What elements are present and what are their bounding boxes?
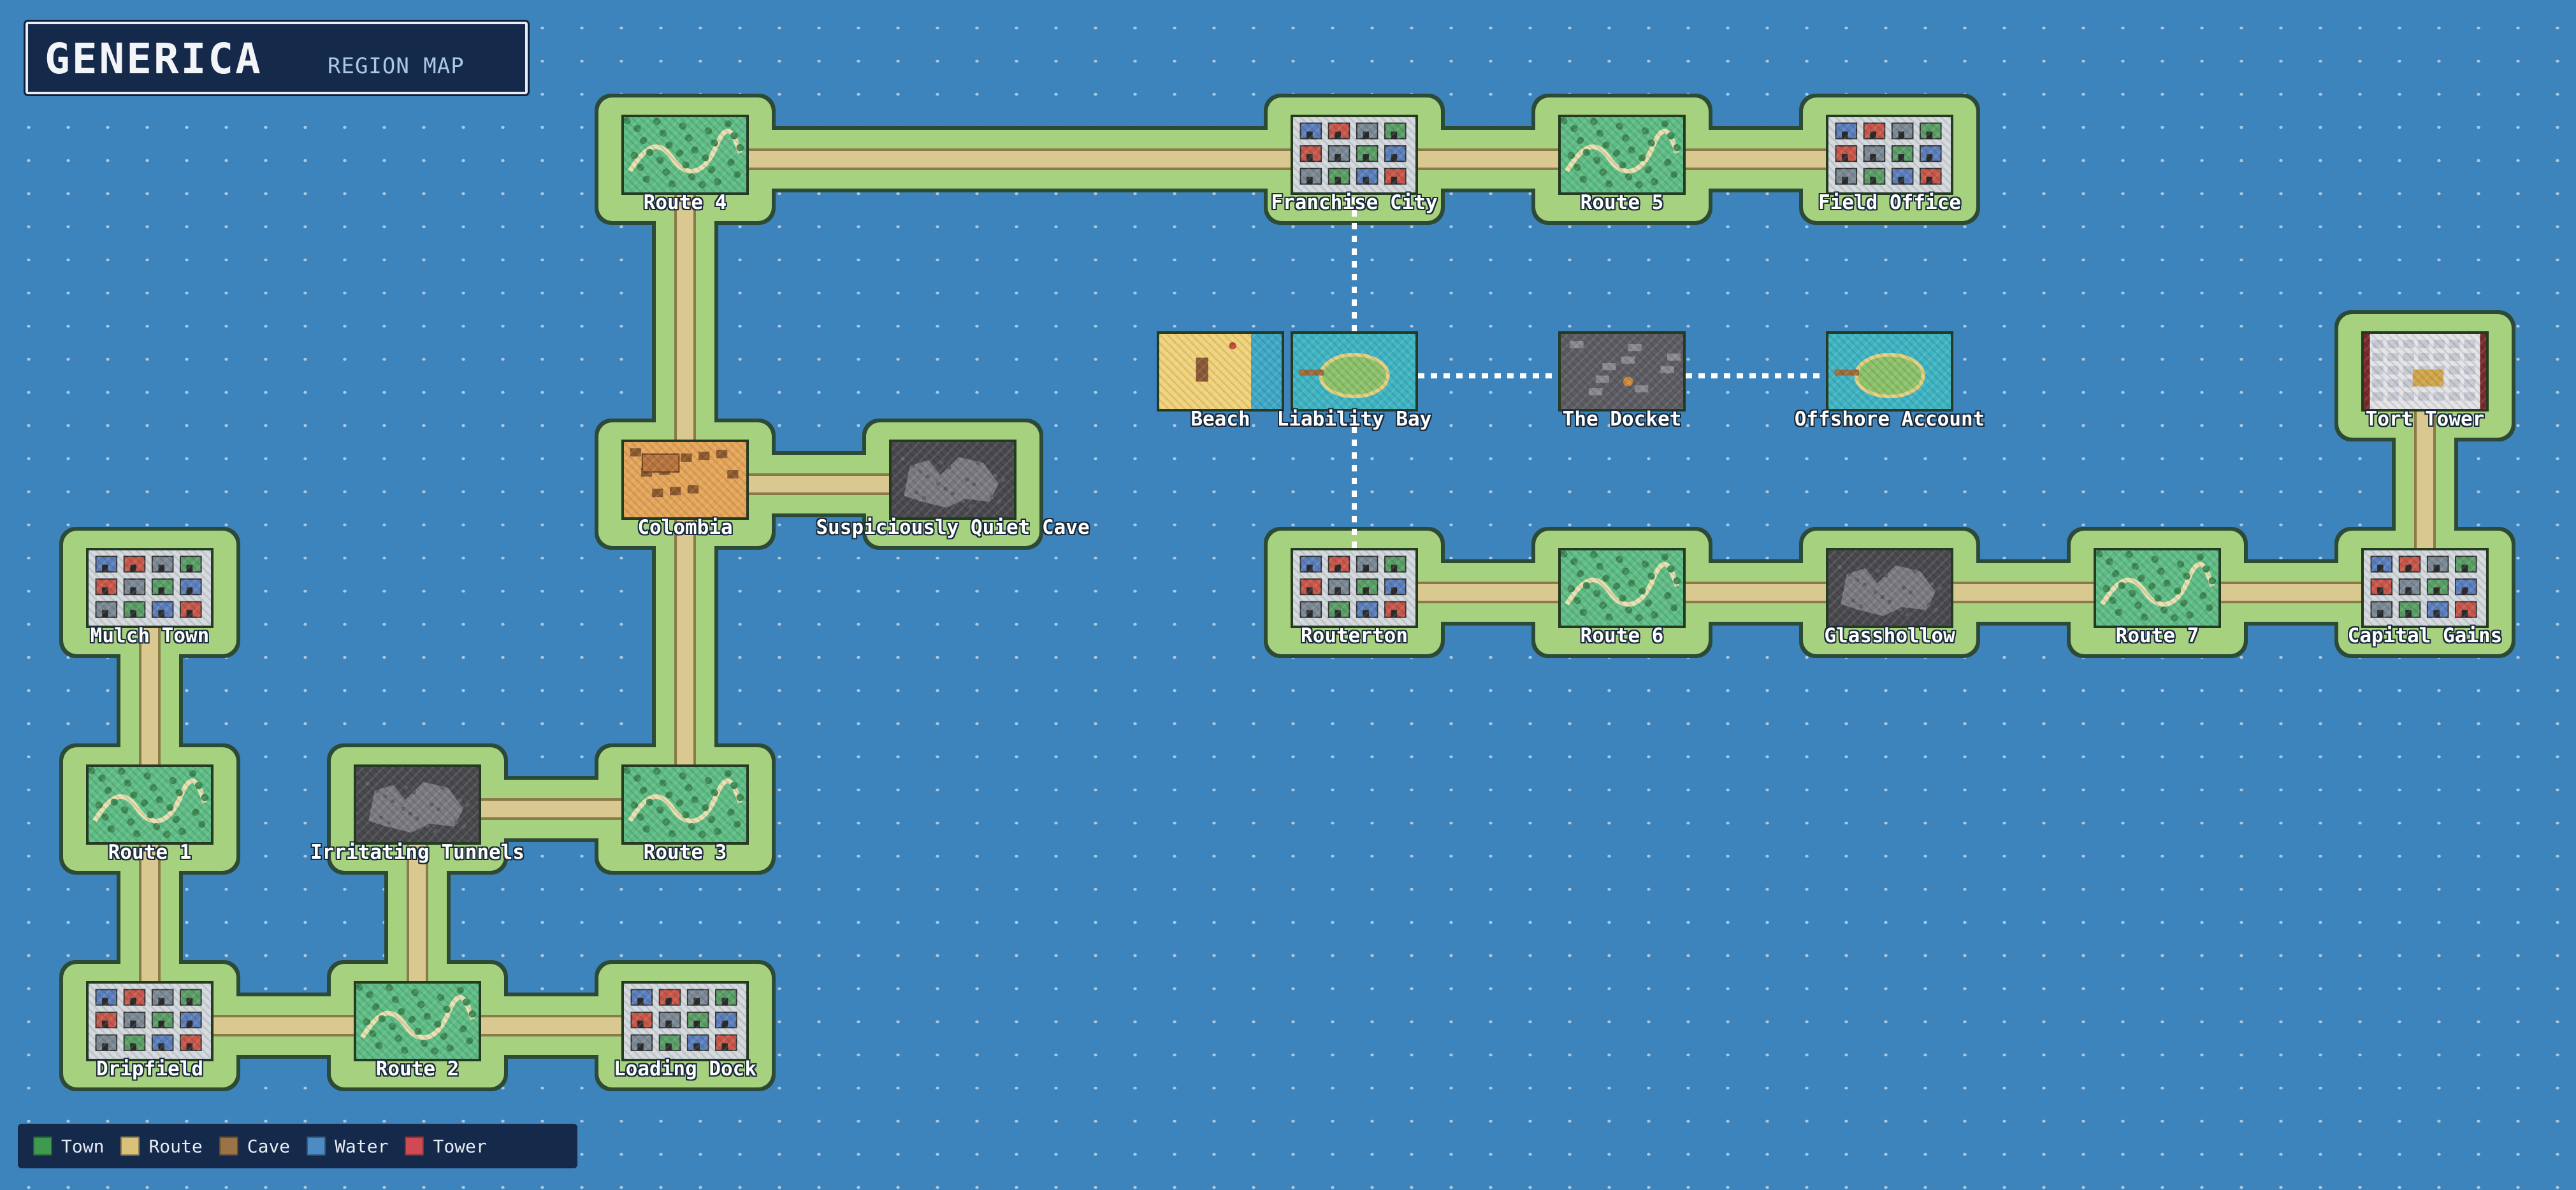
- location-texture: [1828, 117, 1951, 192]
- location-colombia[interactable]: [621, 440, 749, 520]
- location-tort-tower[interactable]: [2361, 331, 2489, 412]
- map-header: GENERICA REGION MAP: [25, 22, 528, 94]
- location-texture: [2364, 550, 2486, 626]
- location-offshore-account[interactable]: [1826, 331, 1953, 412]
- location-texture: [892, 442, 1014, 517]
- location-texture: [1159, 334, 1282, 409]
- legend-label-cave: Cave: [247, 1135, 291, 1157]
- map-legend: Town Route Cave Water Tower: [18, 1124, 577, 1168]
- location-label-route3: Route 3: [643, 841, 727, 864]
- location-routerton[interactable]: [1291, 548, 1418, 628]
- location-suspiciously-quiet-cave[interactable]: [889, 440, 1017, 520]
- location-texture: [1293, 117, 1415, 192]
- location-label-route4: Route 4: [643, 191, 727, 214]
- location-route6[interactable]: [1558, 548, 1686, 628]
- legend-label-route: Route: [148, 1135, 203, 1157]
- location-texture: [1561, 550, 1683, 626]
- location-field-office[interactable]: [1826, 115, 1953, 195]
- location-label-tort-tower: Tort Tower: [2365, 408, 2485, 431]
- location-capital-gains[interactable]: [2361, 548, 2489, 628]
- location-label-beach: Beach: [1190, 408, 1250, 431]
- location-mulch-town[interactable]: [86, 548, 213, 628]
- legend-item-water: Water: [307, 1136, 388, 1157]
- location-label-irritating-tunnels: Irritating Tunnels: [310, 841, 525, 864]
- location-texture: [1293, 550, 1415, 626]
- location-irritating-tunnels[interactable]: [354, 764, 481, 845]
- legend-swatch-town: [33, 1136, 52, 1156]
- legend-swatch-cave: [219, 1136, 238, 1156]
- location-texture: [89, 767, 211, 842]
- region-map-subtitle: REGION MAP: [328, 54, 465, 79]
- location-loading-dock[interactable]: [621, 981, 749, 1061]
- location-beach[interactable]: [1157, 331, 1284, 412]
- legend-swatch-water: [307, 1136, 326, 1156]
- location-label-route1: Route 1: [108, 841, 192, 864]
- location-label-suspiciously-quiet-cave: Suspiciously Quiet Cave: [816, 516, 1090, 539]
- location-texture: [356, 984, 479, 1059]
- location-texture: [1561, 117, 1683, 192]
- location-label-colombia: Colombia: [637, 516, 733, 539]
- legend-item-town: Town: [33, 1136, 104, 1157]
- location-label-routerton: Routerton: [1301, 624, 1408, 647]
- location-route1[interactable]: [86, 764, 213, 845]
- location-franchise-city[interactable]: [1291, 115, 1418, 195]
- location-the-docket[interactable]: [1558, 331, 1686, 412]
- location-label-glasshollow: Glasshollow: [1824, 624, 1955, 647]
- location-glasshollow[interactable]: [1826, 548, 1953, 628]
- location-route2[interactable]: [354, 981, 481, 1061]
- location-label-dripfield: Dripfield: [96, 1057, 203, 1080]
- location-liability-bay[interactable]: [1291, 331, 1418, 412]
- location-label-route2: Route 2: [375, 1057, 459, 1080]
- location-route4[interactable]: [621, 115, 749, 195]
- location-label-route6: Route 6: [1580, 624, 1664, 647]
- location-texture: [624, 984, 746, 1059]
- location-texture: [89, 984, 211, 1059]
- location-texture: [89, 550, 211, 626]
- location-texture: [624, 442, 746, 517]
- location-label-route7: Route 7: [2115, 624, 2199, 647]
- location-texture: [356, 767, 479, 842]
- location-label-liability-bay: Liability Bay: [1277, 408, 1432, 431]
- location-texture: [2096, 550, 2218, 626]
- location-label-capital-gains: Capital Gains: [2347, 624, 2503, 647]
- location-texture: [1293, 334, 1415, 409]
- location-texture: [1828, 550, 1951, 626]
- legend-item-cave: Cave: [219, 1136, 290, 1157]
- location-texture: [1828, 334, 1951, 409]
- location-texture: [2364, 334, 2486, 409]
- location-label-route5: Route 5: [1580, 191, 1664, 214]
- location-texture: [1561, 334, 1683, 409]
- location-texture: [624, 767, 746, 842]
- legend-label-water: Water: [335, 1135, 389, 1157]
- legend-label-tower: Tower: [433, 1135, 487, 1157]
- region-title: GENERICA: [45, 34, 263, 83]
- location-label-the-docket: The Docket: [1562, 408, 1682, 431]
- legend-swatch-tower: [405, 1136, 424, 1156]
- legend-label-town: Town: [61, 1135, 105, 1157]
- location-label-mulch-town: Mulch Town: [90, 624, 210, 647]
- legend-item-tower: Tower: [405, 1135, 487, 1157]
- location-label-offshore-account: Offshore Account: [1794, 408, 1985, 431]
- location-label-franchise-city: Franchise City: [1271, 191, 1438, 214]
- location-route3[interactable]: [621, 764, 749, 845]
- location-route7[interactable]: [2094, 548, 2221, 628]
- location-texture: [624, 117, 746, 192]
- location-label-field-office: Field Office: [1818, 191, 1961, 214]
- location-route5[interactable]: [1558, 115, 1686, 195]
- location-dripfield[interactable]: [86, 981, 213, 1061]
- legend-item-route: Route: [120, 1135, 203, 1157]
- legend-swatch-route: [120, 1136, 140, 1156]
- location-label-loading-dock: Loading Dock: [614, 1057, 756, 1080]
